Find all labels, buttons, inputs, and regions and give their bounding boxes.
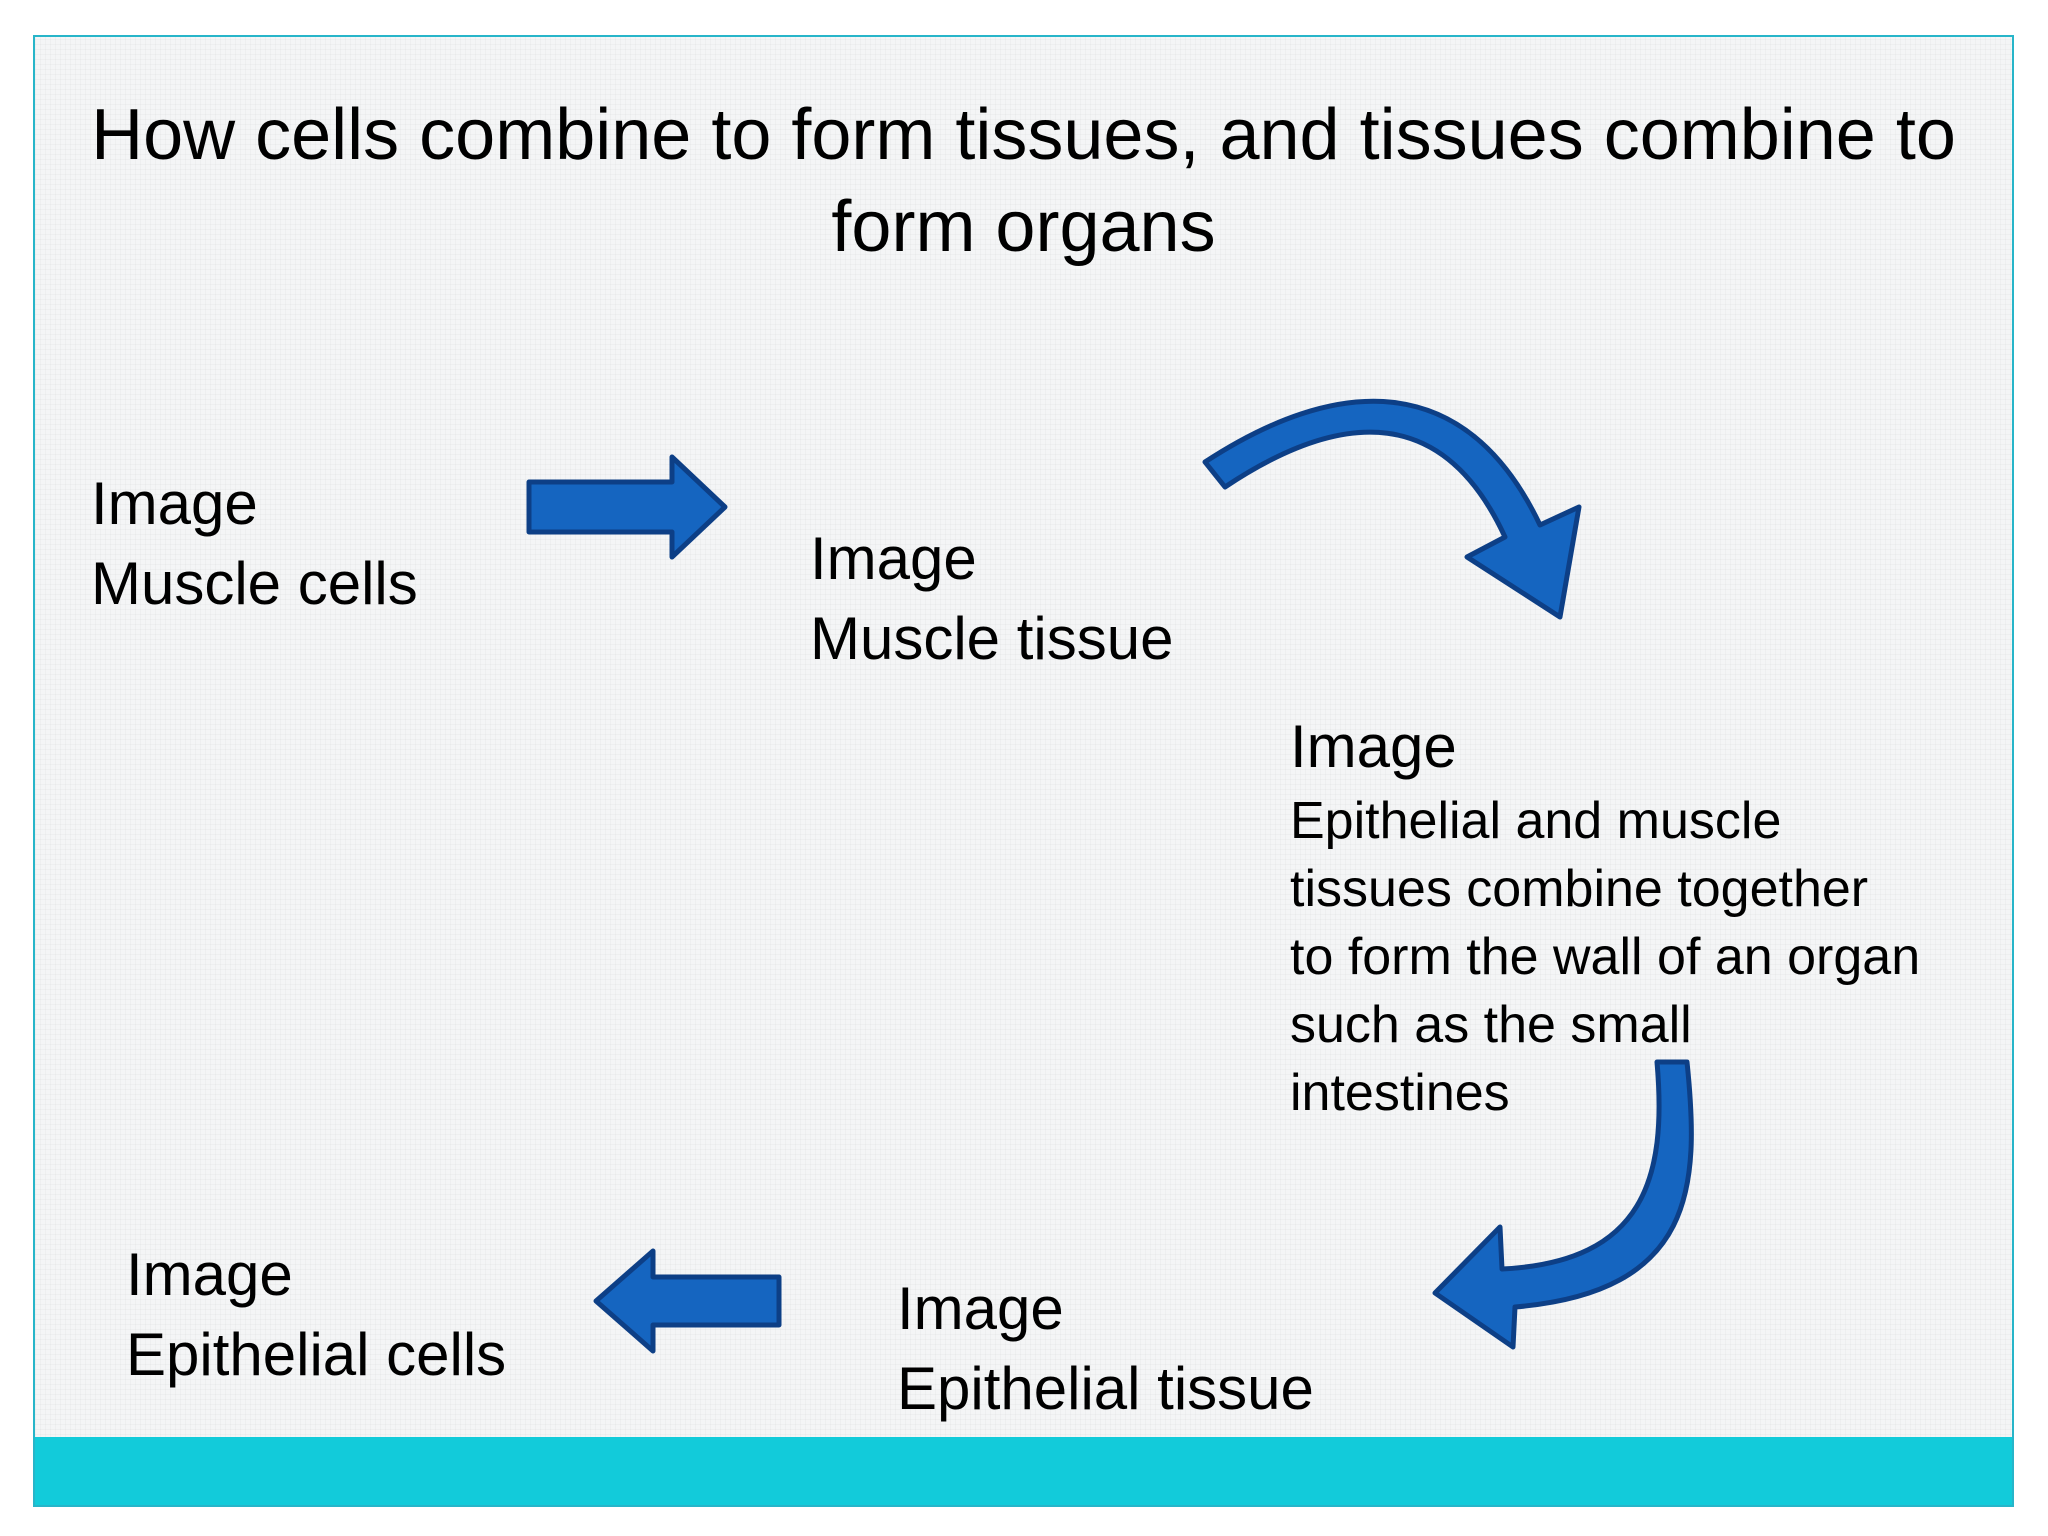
arrow-left-icon <box>593 1248 782 1354</box>
image-placeholder-label: Image <box>1290 713 1457 780</box>
image-placeholder-label: Image <box>91 470 258 537</box>
image-placeholder-label: Image <box>126 1241 293 1308</box>
node-muscle-tissue: Image Muscle tissue <box>810 519 1173 679</box>
node-muscle-cells: Image Muscle cells <box>91 464 418 624</box>
node-epithelial-cells: Image Epithelial cells <box>126 1235 506 1395</box>
arrow-right-icon <box>526 454 728 560</box>
epithelial-tissue-caption: Epithelial tissue <box>897 1355 1314 1422</box>
slide-title: How cells combine to form tissues, and t… <box>91 95 1956 267</box>
curved-arrow-down-right-icon <box>1202 398 1582 620</box>
image-placeholder-label: Image <box>810 525 977 592</box>
muscle-cells-caption: Muscle cells <box>91 550 418 617</box>
node-organ: Image Epithelial and muscle tissues comb… <box>1290 707 1920 1127</box>
slide: How cells combine to form tissues, and t… <box>33 35 2014 1507</box>
image-placeholder-label: Image <box>897 1275 1064 1342</box>
muscle-tissue-caption: Muscle tissue <box>810 605 1174 672</box>
node-epithelial-tissue: Image Epithelial tissue <box>897 1269 1314 1429</box>
epithelial-cells-caption: Epithelial cells <box>126 1321 507 1388</box>
organ-caption: Epithelial and muscle tissues combine to… <box>1290 792 1921 1122</box>
footer-band <box>35 1437 2012 1505</box>
